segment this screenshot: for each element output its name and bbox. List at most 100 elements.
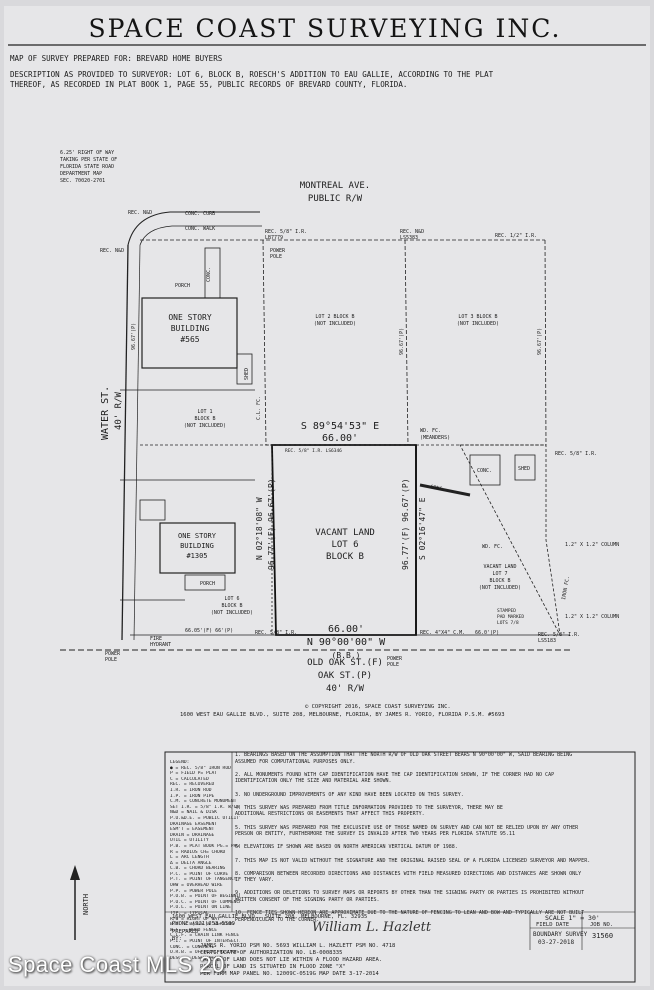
lot7-fence (459, 444, 561, 636)
dims-s: 66.05'(F) 66'(P) (185, 628, 233, 634)
legend-title: LEGEND: (170, 760, 190, 765)
legend-item: OHW = OVERHEAD WIRE (170, 883, 223, 889)
row-note-1: 6.25' RIGHT OF WAY (60, 150, 114, 156)
legend-item: C.L.F. = CHAIN LINK FENCE (170, 933, 240, 939)
tb-prepared: PREPARED (172, 929, 199, 935)
lot7-l2: LOT 7 (492, 571, 507, 577)
ls-s3: LS5183 (538, 638, 556, 644)
lot1-l2: BLOCK B (194, 416, 215, 422)
tb-scale: SCALE 1" = 30' (545, 914, 600, 922)
bldg2-l3: #1305 (186, 552, 207, 560)
note-line (235, 785, 630, 792)
power-pole-1: POWER (270, 248, 286, 254)
tb-phone: PHONE (321)253-5509 (172, 921, 235, 927)
survey-sheet (4, 6, 650, 986)
conc-walk-label: CONC. WALK (185, 226, 215, 232)
west-distance: 96.77'(F) 96.67'(P) (267, 478, 276, 570)
copyright-1: © COPYRIGHT 2016, SPACE COAST SURVEYING … (305, 704, 451, 710)
legend-item: DRAINAGE EASEMENT (170, 821, 218, 827)
note-line (235, 798, 630, 805)
shed-1 (236, 353, 253, 385)
legend-item: C.M. = CONCRETE MONUMENT (170, 799, 237, 805)
conc-pad-3 (469, 454, 501, 486)
legend-item: REC. = RECOVERED (170, 782, 215, 788)
note-line: 7. THIS MAP IS NOT VALID WITHOUT THE SIG… (235, 857, 591, 864)
tb-flood-3: PER FIRM MAP PANEL NO. 12009C-0519G MAP … (200, 971, 379, 977)
row-note-4: DEPARTMENT MAP (60, 171, 102, 177)
power-pole-2b: POLE (105, 657, 117, 663)
note-line (235, 851, 630, 858)
company-title: SPACE COAST SURVEYING INC. (88, 14, 562, 43)
oak-label: OAK ST.(P) (318, 671, 372, 681)
porch-2-label: PORCH (200, 581, 215, 587)
tb-address: 1600 WEST EAU GALLIE BLVD., SUITE 208, M… (172, 914, 368, 920)
conc-pad-1 (204, 247, 221, 299)
vacant-l1: VACANT LAND (315, 528, 375, 538)
description-line-1: DESCRIPTION AS PROVIDED TO SURVEYOR: LOT… (10, 70, 494, 79)
rec-58-a: REC. 5/8" I.R. (265, 229, 307, 235)
row-note-2: TAKING PER STATE OF (60, 157, 117, 163)
legend-item: L = ARC LENGTH (170, 855, 209, 861)
conc-2: CONC. (477, 468, 492, 474)
north-arrow-head (70, 865, 80, 880)
legend-item: I.R. = IRON ROD (170, 787, 212, 793)
conc-curb-label: CONC. CURB (185, 211, 215, 217)
conc-1: CONC. (206, 267, 212, 282)
legend-item: DRAIN = DRAINAGE (170, 832, 215, 838)
lot6b-l1: LOT 6 (224, 596, 239, 602)
corner-curb (127, 211, 260, 246)
building-565 (141, 297, 238, 369)
legend-item: DESC. = DESCRIPTION (170, 955, 223, 961)
rec-58-b: REC. 5/8" I.R. LS6346 (285, 448, 342, 454)
note-line (235, 838, 630, 845)
east-distance: 96.77'(F) 96.67'(P) (401, 478, 410, 570)
note-line: 3. NO UNDERGROUND IMPROVEMENTS OF ANY KI… (235, 791, 464, 798)
lot1-l1: LOT 1 (197, 409, 212, 415)
rec-s3: REC. 5/8" I.R. (538, 632, 580, 638)
legend-item: B.B. = BASIS OF BEARING (170, 922, 234, 928)
vacant-l2: LOT 6 (331, 540, 358, 550)
surveyor-signature: William L. Hazlett (312, 920, 432, 935)
meanders-label: (MEANDERS) (420, 435, 450, 441)
notes-box (164, 751, 636, 983)
fire-label: FIRE (150, 636, 162, 642)
depth-1: 96.67'(P) (131, 323, 137, 350)
wd-fc-2: WD. FC. (482, 544, 503, 550)
legend-item: P.U.&D.E. = PUBLIC UTILITY & (170, 815, 240, 821)
depth-2: 96.67'(P) (399, 328, 405, 355)
legend-item: P.T. = POINT OF TANGENCY (170, 877, 237, 883)
power-pole-1b: POLE (270, 254, 282, 260)
note-line (235, 765, 630, 772)
conc-3: CONC. (430, 484, 446, 493)
rec-58-c: REC. 5/8" I.R. (555, 451, 597, 457)
legend-item: CONC. = CONCRETE (170, 944, 215, 950)
dim-66: 66.0'(P) (475, 630, 499, 636)
lot7-l1: VACANT LAND (483, 564, 516, 570)
legend-item: P.O.L. = POINT ON LINE (170, 905, 231, 911)
shed-2-label: SHED (518, 466, 530, 472)
mls-watermark: Space Coast MLS 20 (8, 952, 225, 977)
tb-date: 03-27-2018 (538, 939, 575, 946)
legend-item: O.R.B. = OFFICIAL RECORDS BOOK (170, 950, 240, 956)
legend-item: R/W = RIGHT OF WAY (170, 916, 220, 922)
shed-2 (514, 454, 536, 481)
note-line (235, 818, 630, 825)
note-line: 2. ALL MONUMENTS FOUND WITH CAP IDENTIFI… (235, 771, 555, 778)
lot6b-l2: BLOCK B (221, 603, 242, 609)
stamped-3: LOTS 7/8 (497, 620, 519, 626)
legend-item: P.B. = PLAT BOOK PG.= PAGE (170, 843, 240, 849)
note-line (235, 884, 630, 891)
note-line: 1. BEARINGS BASED ON THE ASSUMPTION THAT… (235, 752, 573, 758)
note-line: 6. ELEVATIONS IF SHOWN ARE BASED ON NORT… (235, 844, 458, 851)
oak-row-label: 40' R/W (326, 684, 365, 694)
lot1-l3: (NOT INCLUDED) (184, 423, 226, 429)
depth-3: 96.67'(P) (537, 328, 543, 355)
stamped-1: STAMPED (497, 608, 516, 614)
tb-job-label: JOB NO. (590, 922, 614, 928)
note-line: WRITTEN CONSENT OF THE SIGNING PARTY OR … (235, 897, 380, 904)
rec-nd-2: REC. N&D (100, 248, 124, 254)
conc-walk-line (139, 225, 262, 246)
